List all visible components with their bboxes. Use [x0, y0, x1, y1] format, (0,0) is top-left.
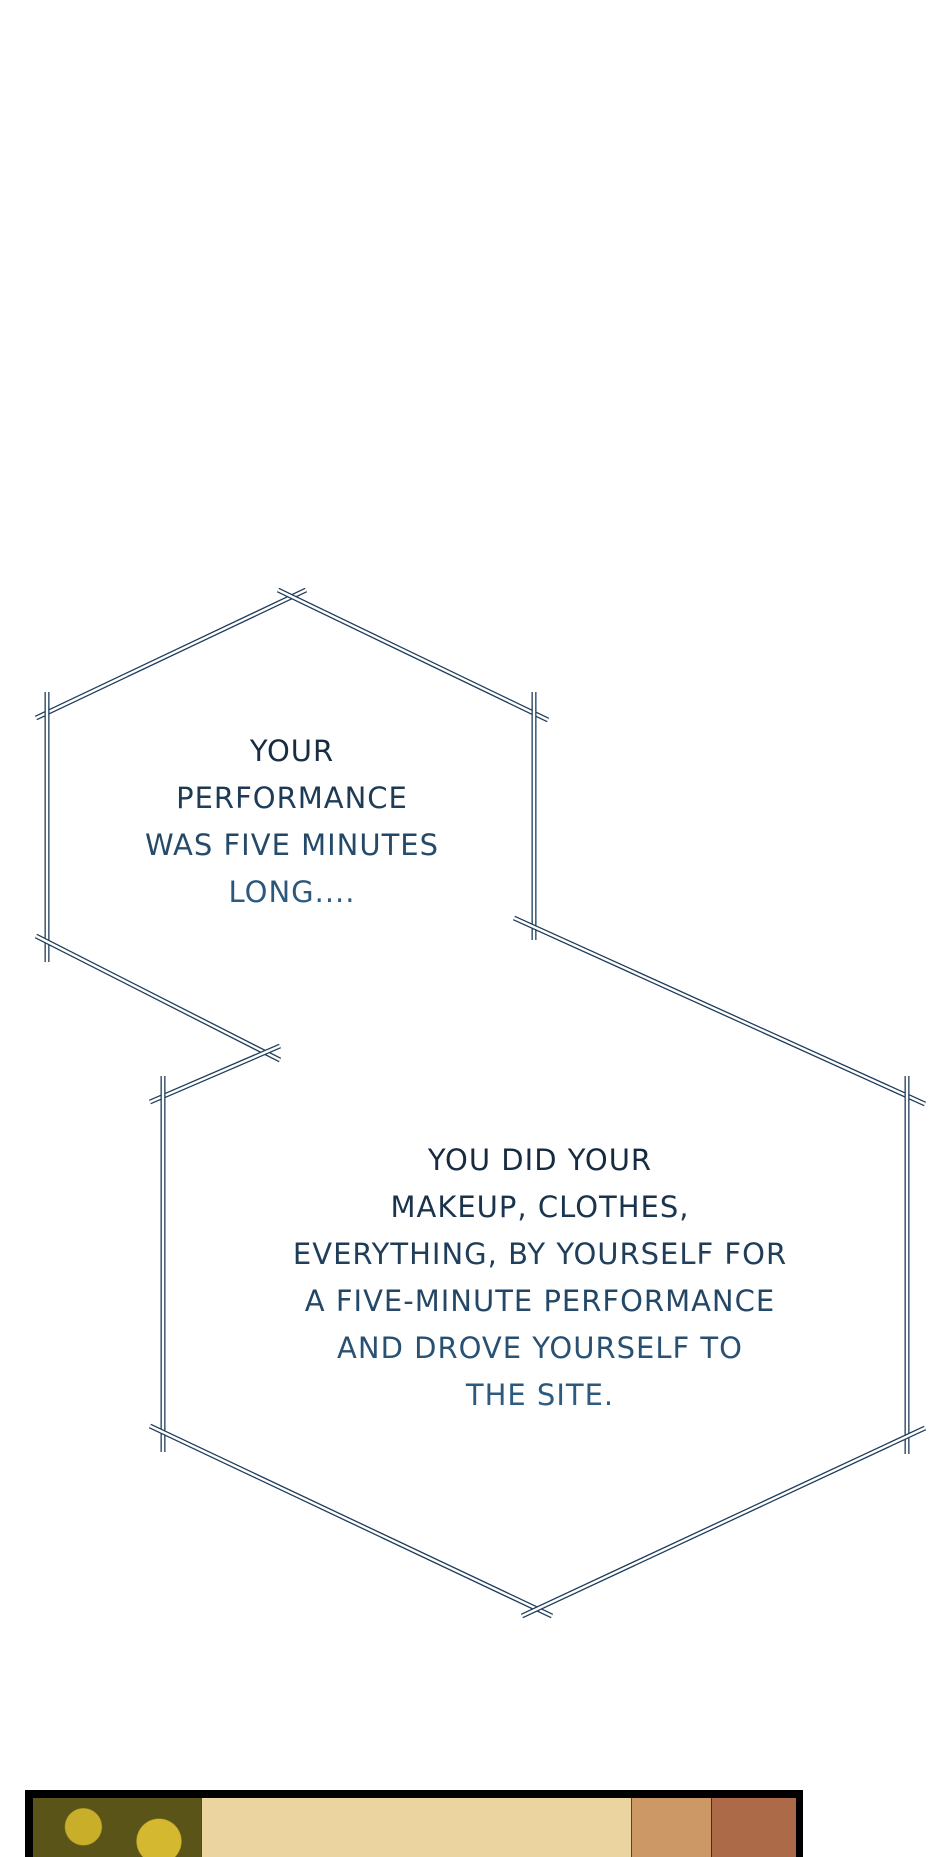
bubble-line: was five minutes [144, 828, 440, 862]
bubble-line: performance [176, 781, 408, 815]
bubble-line: a five-minute performance [304, 1284, 776, 1318]
bubble-frame-line [149, 1044, 281, 1104]
bubble-line: everything, by yourself for [292, 1237, 788, 1271]
bubble-frame-line [35, 588, 307, 720]
bubble-line: You did your [427, 1143, 653, 1177]
bubble-frame-line [513, 916, 926, 1106]
bubble-frame-line [35, 934, 281, 1062]
bubble-frame-line [149, 1424, 553, 1618]
bubble-frame-line [277, 588, 549, 722]
bubble-frame-line [521, 1426, 926, 1618]
foliage-area [33, 1798, 201, 1857]
wall-area [201, 1798, 632, 1857]
bubble-line: the site. [465, 1378, 615, 1412]
bubble-line: and drove yourself to [337, 1331, 743, 1365]
bubble-line: makeup, clothes, [390, 1190, 690, 1224]
door [711, 1798, 796, 1857]
bubble-line: long.... [228, 875, 356, 909]
next-comic-panel [25, 1790, 803, 1857]
door-frame [631, 1798, 712, 1857]
speech-bubble-2: You did your makeup, clothes, everything… [220, 1137, 860, 1419]
bubble-line: Your [249, 734, 335, 768]
speech-bubble-1: Your performance was five minutes long..… [92, 728, 492, 916]
